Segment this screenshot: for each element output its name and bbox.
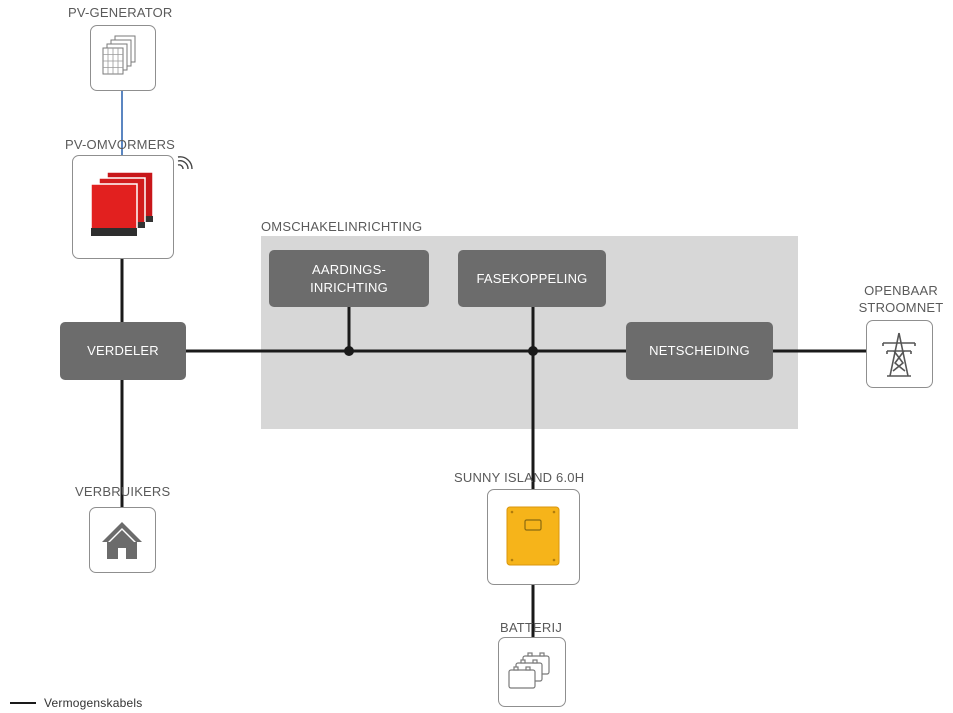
grounding-label-line1: AARDINGS- <box>311 261 387 277</box>
pv-generator-label: PV-GENERATOR <box>68 5 173 20</box>
legend-power-cables-label: Vermogenskabels <box>44 696 143 710</box>
public-grid-label-line2: STROOMNET <box>858 300 944 315</box>
grounding-label-line2: INRICHTING <box>310 279 388 295</box>
public-grid-label: OPENBAAR STROOMNET <box>849 282 953 316</box>
battery-bank-icon <box>508 652 550 689</box>
distributor-label: VERDELER <box>87 343 159 358</box>
power-pylon-icon <box>882 332 916 377</box>
inverter-stack-icon <box>90 171 154 236</box>
consumers-label: VERBRUIKERS <box>75 484 171 499</box>
sunny-island-icon-box <box>487 489 580 585</box>
house-icon <box>102 522 142 559</box>
pv-inverters-label: PV-OMVORMERS <box>65 137 176 152</box>
junction-dot <box>344 346 354 356</box>
grounding-device-box: AARDINGS- INRICHTING <box>269 250 429 307</box>
sunny-island-inverter-icon <box>506 506 560 566</box>
grid-disconnect-box: NETSCHEIDING <box>626 322 773 380</box>
pv-inverters-icon-box <box>72 155 174 259</box>
junction-dot <box>528 346 538 356</box>
grid-disconnect-label: NETSCHEIDING <box>649 343 750 358</box>
battery-label: BATTERIJ <box>500 620 563 635</box>
distributor-box: VERDELER <box>60 322 186 380</box>
public-grid-icon-box <box>866 320 933 388</box>
pv-generator-icon-box <box>90 25 156 91</box>
battery-icon-box <box>498 637 566 707</box>
phase-coupling-label: FASEKOPPELING <box>476 270 588 286</box>
sunny-island-label: SUNNY ISLAND 6.0H <box>454 470 585 485</box>
wifi-icon <box>177 156 193 170</box>
solar-panel-icon <box>102 35 136 75</box>
consumers-icon-box <box>89 507 156 573</box>
phase-coupling-box: FASEKOPPELING <box>458 250 606 307</box>
switching-device-label: OMSCHAKELINRICHTING <box>261 219 423 234</box>
public-grid-label-line1: OPENBAAR <box>864 283 938 298</box>
